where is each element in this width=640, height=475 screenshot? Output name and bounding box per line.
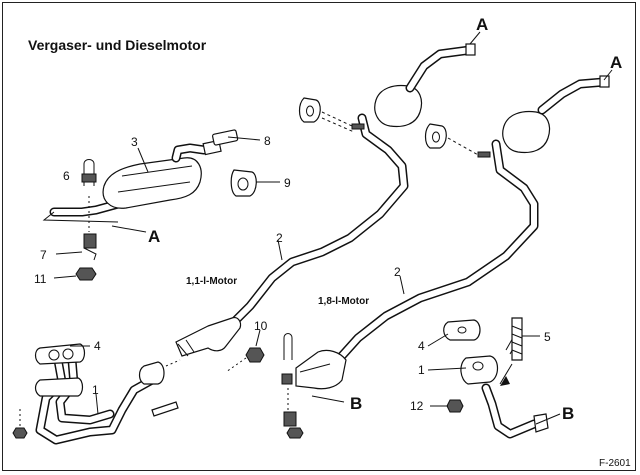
callout-2-left: 2 (276, 231, 283, 245)
mark-b-middle: B (350, 394, 362, 413)
nut-10 (225, 347, 265, 373)
callout-12: 12 (410, 399, 424, 413)
callout-6: 6 (63, 169, 70, 183)
mark-b-right: B (562, 404, 574, 423)
callout-7: 7 (40, 248, 47, 262)
downpipe-left (12, 343, 181, 445)
downpipe-right (443, 317, 549, 439)
mark-a-top-right: A (610, 53, 622, 72)
figure-border (2, 2, 636, 471)
callout-5: 5 (544, 330, 551, 344)
front-pipe-1-1 (175, 43, 476, 357)
mark-a-left: A (148, 227, 160, 246)
callout-1-left: 1 (92, 383, 99, 397)
engine-label-1-8: 1,8-l-Motor (318, 296, 369, 307)
rubber-hanger-9 (230, 169, 257, 197)
callout-4-right: 4 (418, 339, 425, 353)
rear-silencer-left (42, 129, 239, 223)
rubber-hanger-right (424, 123, 491, 158)
callout-8: 8 (264, 134, 271, 148)
callout-3: 3 (131, 135, 138, 149)
callout-1-right: 1 (418, 363, 425, 377)
callout-4-left: 4 (94, 339, 101, 353)
front-pipe-1-8 (295, 75, 610, 390)
mark-a-top-left: A (476, 15, 488, 34)
rubber-hanger-upper (298, 97, 365, 133)
callout-11: 11 (34, 272, 47, 286)
callout-9: 9 (284, 176, 291, 190)
clamp-assembly-b (281, 333, 304, 439)
diagram-title: Vergaser- und Dieselmotor (28, 37, 207, 53)
figure-id: F-2601 (599, 458, 631, 469)
callout-2-right: 2 (394, 265, 401, 279)
callout-10: 10 (254, 319, 268, 333)
clamp-assembly-6-7 (75, 159, 97, 281)
leader-lines (53, 31, 613, 425)
engine-label-1-1: 1,1-l-Motor (186, 276, 237, 287)
